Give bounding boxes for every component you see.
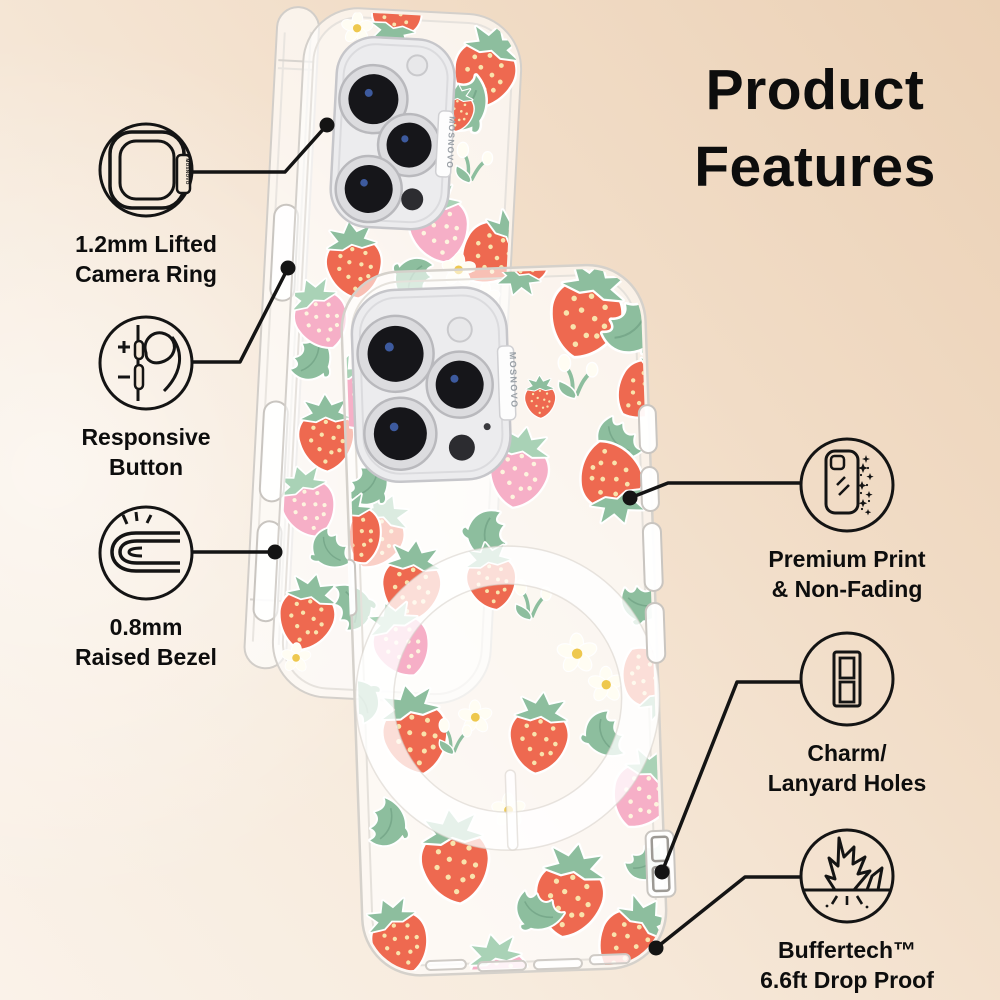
brand-vertical-text: MOSNOVO	[508, 352, 520, 409]
callout-label: 1.2mm Lifted Camera Ring	[75, 231, 217, 287]
page-title: Product Features	[655, 52, 975, 206]
camera-lens	[363, 396, 438, 471]
camera-lens	[376, 112, 442, 178]
camera-lens	[356, 314, 435, 394]
responsive-button-icon	[98, 315, 194, 411]
bottom-speaker-slots	[424, 953, 631, 973]
volume-button	[639, 466, 660, 513]
action-button	[637, 404, 658, 455]
camera-module: MOSNOVO	[350, 286, 520, 483]
camera-module: MOSNOVO	[329, 35, 458, 231]
sparkle-stars	[857, 455, 874, 516]
callout-responsive-button: Responsive Button	[26, 313, 266, 482]
brand-vertical-text: MOSNOVO	[445, 116, 458, 169]
volume-button	[641, 521, 664, 592]
premium-print-icon	[799, 437, 895, 533]
lidar-sensor	[448, 434, 475, 461]
callout-label: 0.8mm Raised Bezel	[75, 614, 217, 670]
drop-impact-icon	[799, 828, 895, 924]
camera-lens	[425, 350, 494, 419]
callout-label: Premium Print & Non-Fading	[768, 546, 926, 602]
brand-vertical-text: MOSNOVO	[185, 159, 190, 185]
phone-case-front-view: MOSNOVO	[338, 261, 683, 984]
magsafe-alignment-notch	[504, 769, 519, 851]
callout-camera-ring: MOSNOVO 1.2mm Lifted Camera Ring	[26, 120, 266, 289]
camera-ring-icon: MOSNOVO	[98, 122, 194, 218]
callout-raised-bezel: 0.8mm Raised Bezel	[26, 503, 266, 672]
brand-tab	[496, 345, 517, 421]
charm-lanyard-holes-icon	[799, 631, 895, 727]
camera-flash	[446, 316, 473, 343]
camera-flash	[406, 54, 429, 77]
magsafe-ring	[354, 545, 661, 851]
camera-lens	[334, 154, 403, 224]
page-title-line1: Product	[705, 58, 925, 122]
callout-drop-proof: Buffertech™ 6.6ft Drop Proof	[727, 826, 967, 995]
callout-label: Responsive Button	[81, 424, 211, 480]
raised-bezel-icon	[98, 505, 194, 601]
camera-mic	[483, 423, 491, 431]
page-title-line2: Features	[694, 135, 936, 199]
lidar-sensor	[401, 188, 424, 211]
callout-premium-print: Premium Print & Non-Fading	[727, 435, 967, 604]
callout-label: Charm/ Lanyard Holes	[767, 740, 927, 796]
callout-charm-lanyard-holes: Charm/ Lanyard Holes	[727, 629, 967, 798]
brand-tab	[434, 110, 455, 178]
camera-lens	[338, 63, 409, 135]
callout-label: Buffertech™ 6.6ft Drop Proof	[760, 937, 934, 993]
lanyard-hole-tab	[644, 829, 677, 899]
power-button	[644, 601, 667, 664]
